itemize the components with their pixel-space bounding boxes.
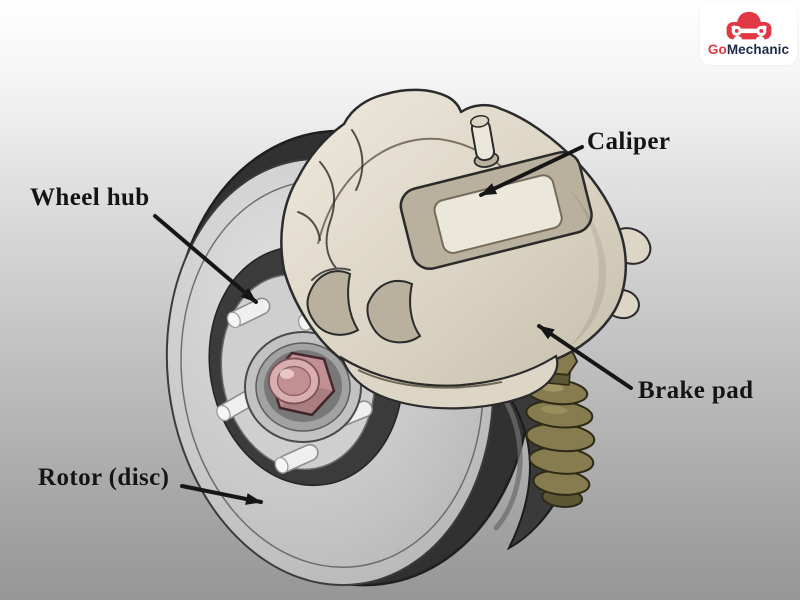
label-caliper: Caliper xyxy=(587,128,671,155)
leader-arrow-caliper xyxy=(479,145,584,197)
gomechanic-logo: GoMechanic xyxy=(700,2,797,65)
brake-pad-line xyxy=(357,369,503,389)
caliper-casting-lines xyxy=(297,129,364,281)
logo-wordmark: GoMechanic xyxy=(708,42,789,57)
wheel-stud xyxy=(226,297,271,329)
label-wheel-hub: Wheel hub xyxy=(30,184,150,211)
caliper-finger-cutout xyxy=(366,279,422,344)
leader-arrows xyxy=(153,145,633,505)
hub-nut xyxy=(268,351,336,417)
leader-arrow-brake-pad xyxy=(537,324,633,390)
label-rotor-disc: Rotor (disc) xyxy=(38,464,170,491)
brake-caliper xyxy=(280,88,652,410)
wheel-stud xyxy=(274,443,319,474)
label-brake-pad: Brake pad xyxy=(638,377,754,404)
brake-pad-edge xyxy=(339,354,559,410)
caliper-shading xyxy=(565,185,607,348)
bleed-valve xyxy=(469,114,500,168)
logo-text-go: Go xyxy=(707,42,727,57)
logo-text-mechanic: Mechanic xyxy=(726,42,790,57)
car-wrench-icon xyxy=(726,11,771,44)
leader-arrow-wheel-hub xyxy=(153,214,258,304)
caliper-window xyxy=(399,151,593,270)
leader-arrow-rotor-disc xyxy=(180,484,263,505)
caliper-finger-cutout xyxy=(306,270,360,336)
